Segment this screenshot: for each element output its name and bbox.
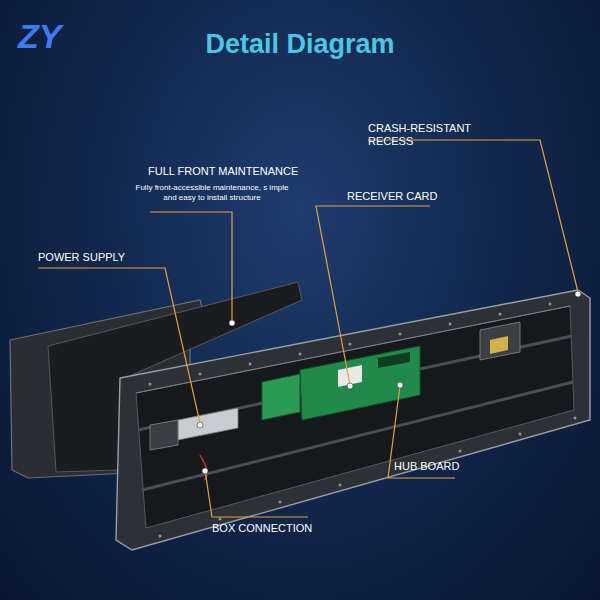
note: Fully front-accessible maintenance, s im… [132,183,292,202]
part-label: FULL FRONT MAINTENANCE [148,165,318,178]
title: Detail Diagram [0,28,600,60]
logo: ZY [18,16,78,57]
part-label: RECEIVER CARD [347,190,457,203]
part-label: HUB BOARD [394,460,484,473]
part-label: BOX CONNECTION [212,522,332,535]
part-label: POWER SUPPLY [38,251,148,264]
part-label: CRASH-RESISTANT RECESS [368,122,518,148]
